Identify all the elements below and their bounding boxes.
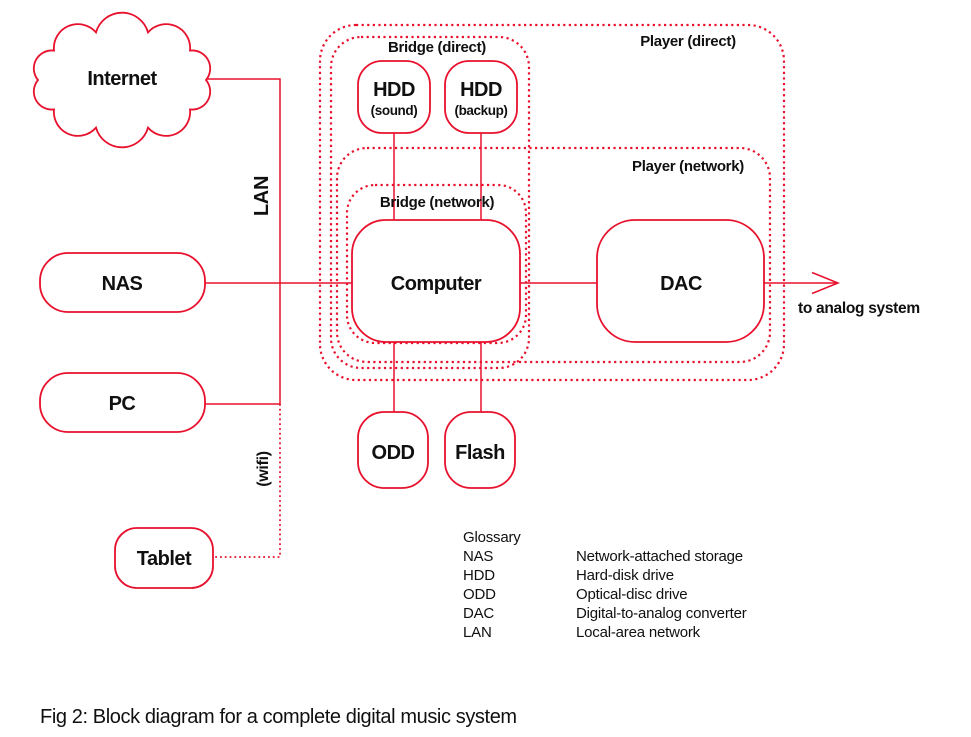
hdd-sound-label: HDD — [373, 79, 415, 101]
tablet-label: Tablet — [137, 548, 192, 570]
glossary-term: DAC — [463, 605, 494, 622]
hdd-sound-node — [357, 60, 431, 134]
figure-caption: Fig 2: Block diagram for a complete digi… — [40, 706, 517, 728]
glossary-term: NAS — [463, 548, 493, 565]
lan-label: LAN — [251, 176, 273, 216]
glossary-term: HDD — [463, 567, 495, 584]
glossary-definition: Network-attached storage — [576, 548, 743, 565]
to-analog-system-label: to analog system — [798, 300, 920, 317]
pc-label: PC — [109, 393, 136, 415]
glossary-definition: Optical-disc drive — [576, 586, 687, 603]
internet-lan-wire — [205, 78, 281, 404]
arrow-head-icon — [811, 271, 841, 295]
player-network-label: Player (network) — [632, 158, 744, 175]
player-direct-label: Player (direct) — [640, 33, 736, 50]
player-network-container — [335, 146, 772, 364]
hdd-backup-sublabel: (backup) — [454, 103, 507, 118]
glossary-title: Glossary — [463, 529, 521, 546]
nas-node — [39, 252, 206, 313]
internet-cloud-icon — [32, 11, 212, 149]
bridge-direct-label: Bridge (direct) — [388, 39, 486, 56]
glossary-definition: Digital-to-analog converter — [576, 605, 747, 622]
nas-label: NAS — [102, 273, 143, 295]
internet-label: Internet — [87, 68, 157, 90]
wifi-label: (wifi) — [255, 451, 272, 487]
glossary-definition: Local-area network — [576, 624, 701, 641]
dac-label: DAC — [660, 273, 702, 295]
dac-node — [596, 219, 765, 343]
odd-node — [357, 411, 429, 489]
bridge-direct-container — [329, 35, 531, 370]
pc-node — [39, 372, 206, 433]
odd-label: ODD — [372, 442, 415, 464]
flash-label: Flash — [455, 442, 505, 464]
glossary-definition: Hard-disk drive — [576, 567, 674, 584]
tablet-node — [114, 527, 214, 589]
hdd-backup-node — [444, 60, 518, 134]
glossary: Glossary NAS Network-attached storage HD… — [463, 529, 747, 641]
bridge-network-label: Bridge (network) — [380, 194, 495, 211]
flash-node — [444, 411, 516, 489]
player-direct-container — [318, 23, 786, 382]
hdd-sound-sublabel: (sound) — [371, 103, 418, 118]
glossary-term: LAN — [463, 624, 492, 641]
hdd-backup-label: HDD — [460, 79, 502, 101]
glossary-term: ODD — [463, 586, 496, 603]
computer-label: Computer — [391, 273, 482, 295]
computer-node — [351, 219, 521, 343]
